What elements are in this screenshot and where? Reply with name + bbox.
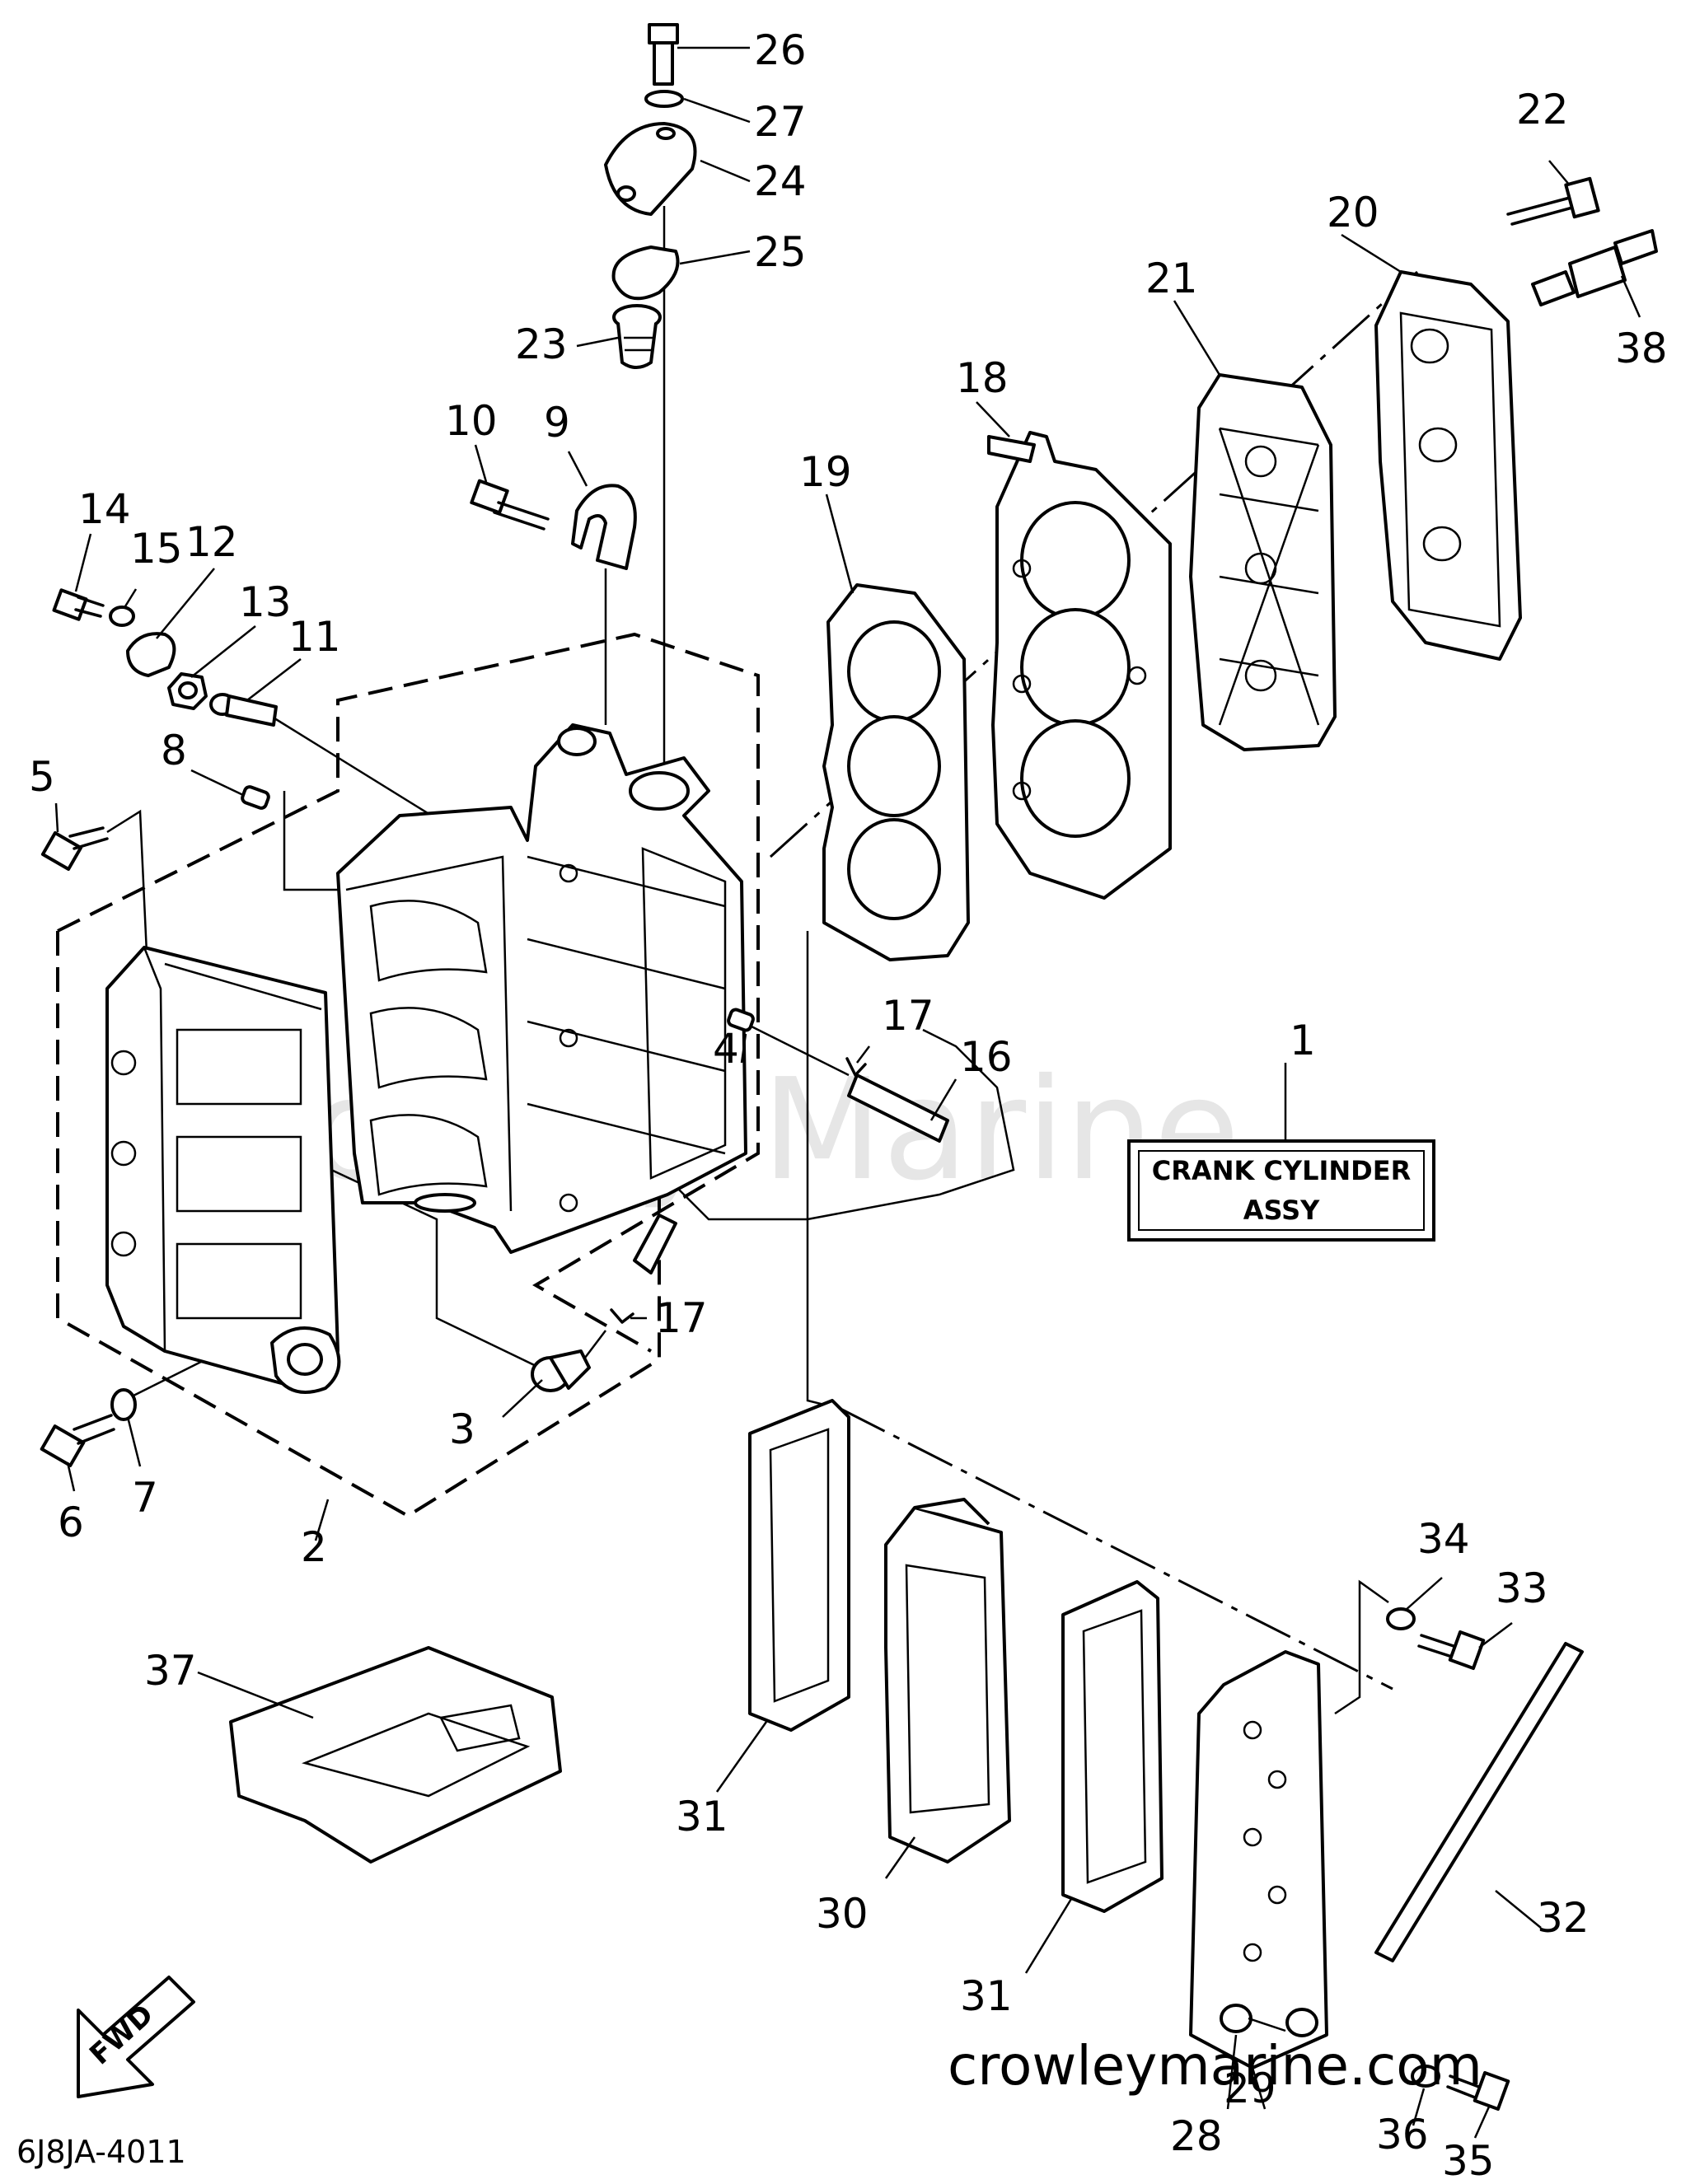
thermostat-cover-24 xyxy=(604,122,697,216)
axis-line-exhaust xyxy=(840,1407,1393,1691)
clip-17-upper xyxy=(845,1057,867,1077)
part-label-18: 18 xyxy=(956,354,1009,402)
head-gasket-19 xyxy=(822,583,970,961)
part-label-11: 11 xyxy=(288,613,341,661)
part-label-25: 25 xyxy=(754,228,807,276)
part-label-31b: 31 xyxy=(960,1972,1013,2020)
part-label-10: 10 xyxy=(445,397,498,445)
part-label-23: 23 xyxy=(515,320,568,368)
part-label-27: 27 xyxy=(754,98,807,146)
gasket-31-right xyxy=(1061,1580,1164,1913)
bolt-10 xyxy=(470,479,550,531)
part-label-2: 2 xyxy=(301,1523,327,1571)
thermostat-23 xyxy=(612,304,662,369)
title-box-line2: ASSY xyxy=(1243,1195,1320,1226)
fitting-3 xyxy=(531,1330,606,1392)
exhaust-cover-29 xyxy=(1189,1650,1328,2069)
part-label-5: 5 xyxy=(29,753,55,801)
part-label-14: 14 xyxy=(78,485,131,533)
part-label-37: 37 xyxy=(144,1647,197,1695)
plate-12 xyxy=(126,632,176,677)
part-label-33: 33 xyxy=(1496,1564,1548,1612)
part-label-38: 38 xyxy=(1615,325,1668,372)
washer-15 xyxy=(109,606,135,627)
part-label-7: 7 xyxy=(132,1474,158,1522)
spark-plug-38 xyxy=(1531,229,1658,306)
washer-34 xyxy=(1386,1607,1416,1630)
plate-30 xyxy=(884,1498,1011,1864)
bolt-14 xyxy=(52,588,105,621)
part-label-28: 28 xyxy=(1170,2112,1223,2160)
part-label-29: 29 xyxy=(1224,2065,1276,2112)
part-label-21: 21 xyxy=(1145,255,1198,302)
bolt-6 xyxy=(40,1414,115,1467)
url-watermark: crowleymarine.com xyxy=(948,2034,1482,2097)
dowel-8 xyxy=(241,785,270,810)
part-label-4: 4 xyxy=(713,1025,739,1073)
clip-17-lower xyxy=(610,1308,634,1324)
part-label-19: 19 xyxy=(799,448,852,496)
bolt-26 xyxy=(648,23,679,86)
cylinder-head-18 xyxy=(987,431,1172,900)
part-label-16: 16 xyxy=(960,1033,1013,1081)
gasket-21 xyxy=(1189,373,1337,751)
washer-27 xyxy=(644,90,684,108)
part-label-31a: 31 xyxy=(676,1793,728,1840)
part-label-17a: 17 xyxy=(882,992,934,1040)
bolt-22 xyxy=(1506,176,1600,226)
part-label-35: 35 xyxy=(1442,2137,1495,2184)
part-label-20: 20 xyxy=(1327,189,1379,236)
label-leaders xyxy=(54,46,1641,2139)
part-label-36: 36 xyxy=(1376,2111,1429,2158)
gasket-31-left xyxy=(748,1399,850,1732)
fitting-28 xyxy=(1248,2008,1318,2037)
part-label-26: 26 xyxy=(754,26,807,74)
cylinder-block xyxy=(336,723,747,1254)
part-label-13: 13 xyxy=(239,578,292,626)
part-labels: 1 2 3 4 5 6 7 8 9 10 11 12 13 14 15 16 1… xyxy=(29,26,1668,2184)
title-box: CRANK CYLINDER ASSY xyxy=(1127,1063,1435,1242)
part-label-32: 32 xyxy=(1537,1894,1590,1942)
part-label-22: 22 xyxy=(1516,86,1569,133)
title-box-line1: CRANK CYLINDER xyxy=(1152,1155,1411,1186)
bolt-35 xyxy=(1446,2070,1510,2112)
base-gasket-37 xyxy=(229,1646,562,1864)
dowel-4 xyxy=(727,1008,755,1032)
crankcase-half xyxy=(105,946,341,1394)
clamp-9 xyxy=(571,484,637,570)
pin-11 xyxy=(209,693,278,727)
washer-36 xyxy=(1411,2065,1440,2088)
part-label-24: 24 xyxy=(754,157,807,205)
diagram-code: 6J8JA-4011 xyxy=(16,2134,186,2170)
part-label-34: 34 xyxy=(1417,1515,1470,1563)
leader-4b xyxy=(741,1020,850,1077)
assy-outline-cylinder xyxy=(57,632,760,1353)
part-label-6: 6 xyxy=(58,1499,84,1546)
bolt-5 xyxy=(40,826,109,871)
gasket-25 xyxy=(611,246,680,301)
hose-32 xyxy=(1374,1642,1584,1962)
fwd-arrow: FWD xyxy=(77,1976,195,2098)
hose-16 xyxy=(633,1073,949,1274)
part-label-1: 1 xyxy=(1290,1017,1316,1064)
bolt-33 xyxy=(1417,1630,1486,1671)
part-label-30: 30 xyxy=(816,1890,869,1938)
part-label-8: 8 xyxy=(161,727,187,774)
leader-11 xyxy=(271,715,446,825)
part-label-3: 3 xyxy=(449,1405,475,1453)
nut-13 xyxy=(167,672,208,710)
leader-hose xyxy=(675,1028,1015,1221)
part-label-17b: 17 xyxy=(655,1294,708,1342)
part-label-9: 9 xyxy=(544,399,570,447)
axis-line-head xyxy=(769,270,1419,858)
part-label-15: 15 xyxy=(130,525,183,573)
leader-5 xyxy=(106,809,150,989)
part-label-12: 12 xyxy=(185,518,238,566)
washer-7 xyxy=(110,1388,137,1421)
head-cover-20 xyxy=(1374,270,1522,661)
leader-33 xyxy=(1334,1579,1389,1715)
